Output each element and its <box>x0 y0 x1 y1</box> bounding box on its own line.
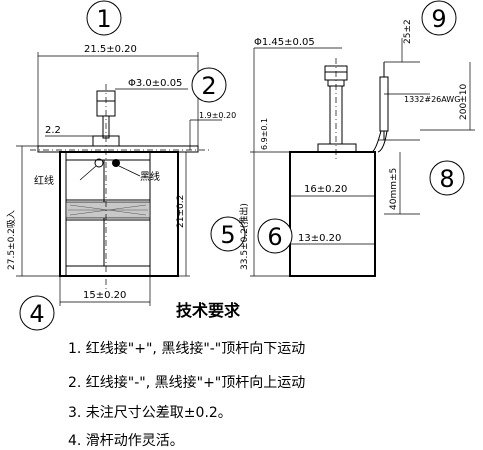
dim-stroke-side: 33.5±0.2(推出) <box>238 203 250 270</box>
dim-wire-spec: 1332#26AWG <box>404 95 460 104</box>
svg-text:5: 5 <box>220 221 235 249</box>
dim-wire-length: 200±10 <box>459 84 469 120</box>
balloon-6: 6 <box>257 218 293 254</box>
svg-text:8: 8 <box>439 165 454 193</box>
dim-height-total: 27.5±0.2吸入 <box>6 210 17 270</box>
dim-width-inner-side: 13±0.20 <box>298 233 341 244</box>
label-black-wire: 黑线 <box>140 170 160 183</box>
balloon-9: 9 <box>421 0 457 36</box>
dimension-labels: 21.5±0.20 Φ3.0±0.05 2.2 1.9±0.20 27.5±0.… <box>6 19 469 301</box>
balloon-8: 8 <box>429 160 465 196</box>
front-view <box>16 52 222 306</box>
balloons: 1 2 4 5 6 8 9 <box>19 0 465 331</box>
dim-dia-side: Φ1.45±0.05 <box>254 37 315 48</box>
dim-small: 1.9±0.20 <box>199 111 236 120</box>
dim-plunger-height: 2.2 <box>45 125 61 136</box>
balloon-2: 2 <box>191 67 227 103</box>
dim-wire-top: 25±2 <box>403 19 413 44</box>
requirement-3: 3. 未注尺寸公差取±0.2。 <box>68 405 232 421</box>
balloon-1: 1 <box>86 0 122 36</box>
requirement-2: 2. 红线接"-", 黑线接"+"顶杆向上运动 <box>68 375 306 391</box>
dim-width-side: 16±0.20 <box>304 184 347 195</box>
requirements-title: 技术要求 <box>176 301 241 320</box>
requirement-4: 4. 滑杆动作灵活。 <box>68 433 184 449</box>
dim-width-top: 21.5±0.20 <box>84 44 137 55</box>
dim-wire-min: 40mm±5 <box>389 168 399 210</box>
dim-tol-side: 6.9±0.1 <box>260 118 269 150</box>
requirement-1: 1. 红线接"+", 黑线接"-"顶杆向下运动 <box>68 341 306 357</box>
side-view <box>250 38 475 277</box>
dim-width-inner: 15±0.20 <box>83 290 126 301</box>
dim-dia-plunger: Φ3.0±0.05 <box>128 78 182 89</box>
svg-text:9: 9 <box>431 5 446 33</box>
label-red-wire: 红线 <box>34 174 54 187</box>
dim-height-body: 21±0.2 <box>176 195 186 228</box>
svg-text:2: 2 <box>201 72 216 100</box>
svg-text:6: 6 <box>267 223 282 251</box>
svg-text:1: 1 <box>96 5 111 33</box>
svg-text:4: 4 <box>29 300 44 328</box>
balloon-5: 5 <box>210 216 246 252</box>
balloon-4: 4 <box>19 295 55 331</box>
